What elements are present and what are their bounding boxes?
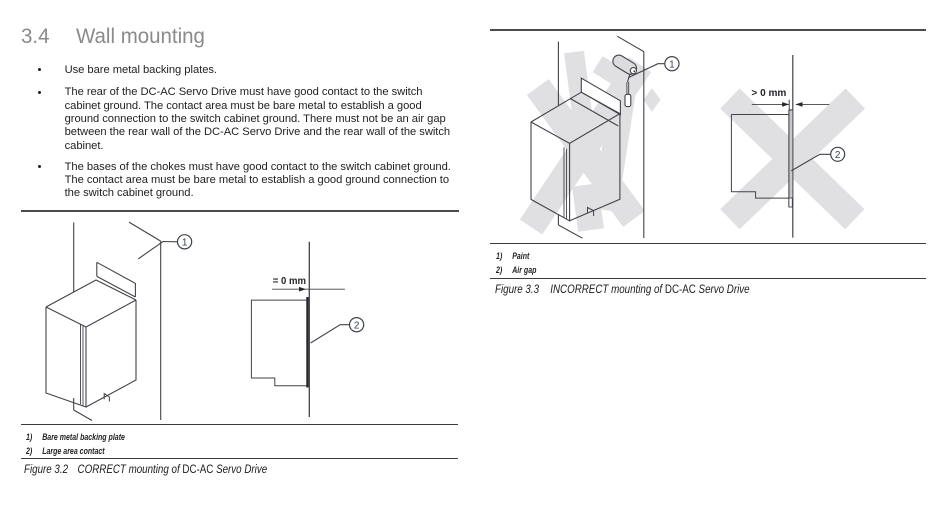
svg-text:= 0 mm: = 0 mm <box>273 276 306 287</box>
svg-text:2: 2 <box>835 150 841 161</box>
svg-text:1: 1 <box>669 59 675 70</box>
svg-text:1: 1 <box>182 237 188 248</box>
svg-text:> 0 mm: > 0 mm <box>751 88 786 99</box>
svg-text:2: 2 <box>354 320 360 331</box>
